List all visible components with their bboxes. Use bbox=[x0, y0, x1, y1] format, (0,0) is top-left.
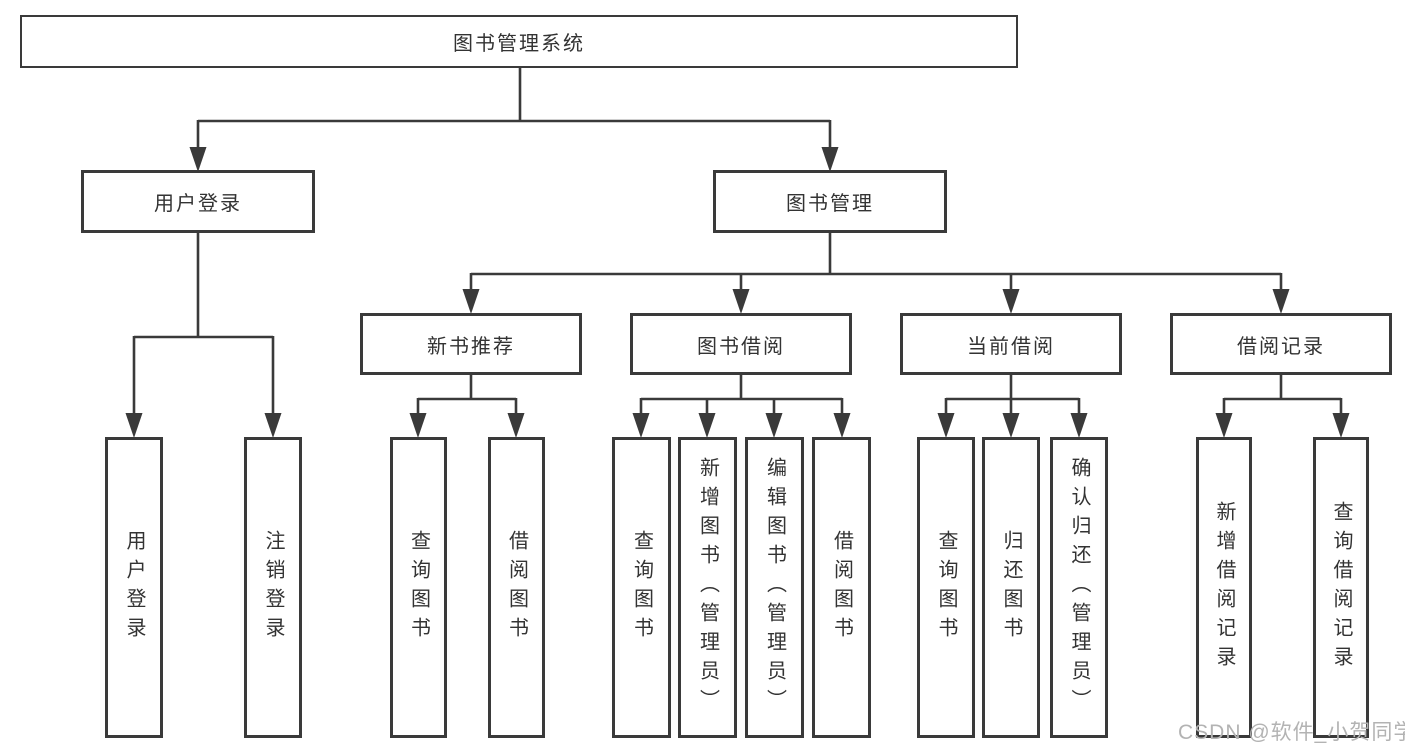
node-root-label: 图书管理系统 bbox=[453, 33, 585, 55]
leaf-edit-books-admin-label: 编辑图书（管理员） bbox=[763, 457, 786, 718]
leaf-add-borrow-record: 新增借阅记录 bbox=[1196, 437, 1252, 738]
node-book-borrowing: 图书借阅 bbox=[630, 313, 852, 375]
leaf-query-borrow-record-label: 查询借阅记录 bbox=[1330, 500, 1352, 675]
connector-book-management bbox=[462, 233, 1290, 314]
node-user-login-label: 用户登录 bbox=[154, 193, 242, 215]
node-book-management-label: 图书管理 bbox=[786, 193, 874, 215]
leaf-borrow-books-label: 借阅图书 bbox=[830, 529, 853, 646]
leaf-query-books-current-label: 查询图书 bbox=[935, 529, 957, 646]
node-borrowing-records: 借阅记录 bbox=[1170, 313, 1392, 375]
leaf-query-books-borrowing: 查询图书 bbox=[612, 437, 671, 738]
node-new-book-recommend-label: 新书推荐 bbox=[427, 335, 515, 358]
node-book-management: 图书管理 bbox=[713, 170, 947, 233]
node-root: 图书管理系统 bbox=[20, 15, 1018, 68]
connector-book-borrowing bbox=[632, 375, 851, 438]
leaf-edit-books-admin: 编辑图书（管理员） bbox=[745, 437, 804, 738]
leaf-query-books-recommend: 查询图书 bbox=[390, 437, 447, 738]
node-new-book-recommend: 新书推荐 bbox=[360, 313, 582, 375]
leaf-logout: 注销登录 bbox=[244, 437, 302, 738]
connector-user-login bbox=[125, 233, 282, 438]
leaf-query-books-recommend-label: 查询图书 bbox=[407, 529, 430, 646]
leaf-confirm-return-admin: 确认归还（管理员） bbox=[1050, 437, 1108, 738]
leaf-user-login-label: 用户登录 bbox=[123, 529, 145, 646]
leaf-add-borrow-record-label: 新增借阅记录 bbox=[1213, 500, 1235, 675]
leaf-return-books: 归还图书 bbox=[982, 437, 1040, 738]
watermark-text: CSDN @软件_小贺同学 bbox=[1178, 721, 1405, 744]
leaf-query-borrow-record: 查询借阅记录 bbox=[1313, 437, 1369, 738]
leaf-borrow-books-recommend: 借阅图书 bbox=[488, 437, 545, 738]
node-current-borrowing: 当前借阅 bbox=[900, 313, 1122, 375]
node-current-borrowing-label: 当前借阅 bbox=[967, 335, 1055, 358]
connector-new-book-recommend bbox=[409, 375, 525, 438]
leaf-add-books-admin: 新增图书（管理员） bbox=[678, 437, 737, 738]
leaf-borrow-books: 借阅图书 bbox=[812, 437, 871, 738]
connector-root bbox=[189, 68, 839, 172]
leaf-add-books-admin-label: 新增图书（管理员） bbox=[696, 457, 719, 718]
leaf-confirm-return-admin-label: 确认归还（管理员） bbox=[1068, 457, 1090, 718]
connector-current-borrowing bbox=[937, 375, 1088, 438]
leaf-logout-label: 注销登录 bbox=[262, 529, 284, 646]
leaf-return-books-label: 归还图书 bbox=[1000, 529, 1022, 646]
leaf-query-books-current: 查询图书 bbox=[917, 437, 975, 738]
leaf-query-books-borrowing-label: 查询图书 bbox=[630, 529, 653, 646]
leaf-user-login: 用户登录 bbox=[105, 437, 163, 738]
connector-borrowing-records bbox=[1215, 375, 1350, 438]
leaf-borrow-books-recommend-label: 借阅图书 bbox=[505, 529, 528, 646]
node-borrowing-records-label: 借阅记录 bbox=[1237, 335, 1325, 358]
node-book-borrowing-label: 图书借阅 bbox=[697, 335, 785, 358]
node-user-login: 用户登录 bbox=[81, 170, 315, 233]
